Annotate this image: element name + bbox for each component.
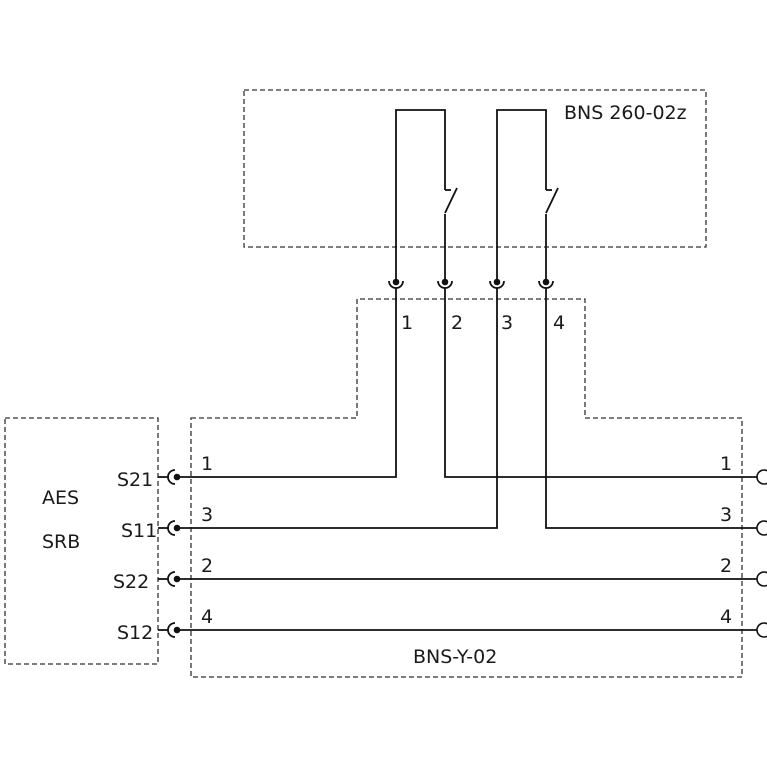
terminal-label-s21: S21 (117, 469, 153, 491)
device-box-bns-260 (243, 89, 707, 248)
left-wire-number-4: 4 (201, 606, 213, 628)
wire-pin1-to-s21 (180, 288, 397, 478)
connector-pin-3 (489, 278, 505, 289)
contact-loop-3-4 (496, 109, 547, 282)
right-plug-2 (756, 520, 767, 536)
right-wire-number-4: 4 (720, 606, 732, 628)
right-wire-number-3: 2 (720, 555, 732, 577)
left-connector-s21 (167, 469, 181, 485)
right-wire-number-2: 3 (720, 504, 732, 526)
device-label: BNS 260-02z (564, 102, 687, 124)
left-connector-s12 (167, 622, 181, 638)
left-wire-number-1: 1 (201, 453, 213, 475)
right-plug-3 (756, 571, 767, 587)
left-connector-s11 (167, 520, 181, 536)
pin-label-3: 3 (501, 312, 513, 334)
pin-label-2: 2 (451, 312, 463, 334)
terminal-label-s22: S22 (113, 571, 149, 593)
wire-pin2-to-out1 (444, 288, 757, 478)
connector-pin-2 (437, 278, 453, 289)
right-wire-number-1: 1 (720, 453, 732, 475)
adapter-box-bns-y-02 (190, 298, 743, 678)
terminal-label-s12: S12 (117, 622, 153, 644)
controller-box (4, 417, 159, 665)
contact-loop-1-2 (395, 109, 446, 282)
right-plug-1 (756, 469, 767, 485)
left-wire-number-2: 3 (201, 504, 213, 526)
pin-label-1: 1 (401, 312, 413, 334)
connector-pin-4 (538, 278, 554, 289)
controller-label-line2: SRB (42, 531, 80, 553)
terminal-label-s11: S11 (121, 520, 157, 542)
right-plug-4 (756, 622, 767, 638)
adapter-label: BNS-Y-02 (413, 646, 497, 668)
connector-pin-1 (388, 278, 404, 289)
left-wire-number-3: 2 (201, 555, 213, 577)
switch-contact-2 (545, 187, 559, 214)
switch-contact-1 (444, 187, 458, 214)
pin-label-4: 4 (553, 312, 565, 334)
left-connector-s22 (167, 571, 181, 587)
wire-pin3-to-s11 (180, 288, 498, 529)
wire-pin4-to-out3 (545, 288, 757, 529)
controller-label-line1: AES (42, 487, 79, 509)
